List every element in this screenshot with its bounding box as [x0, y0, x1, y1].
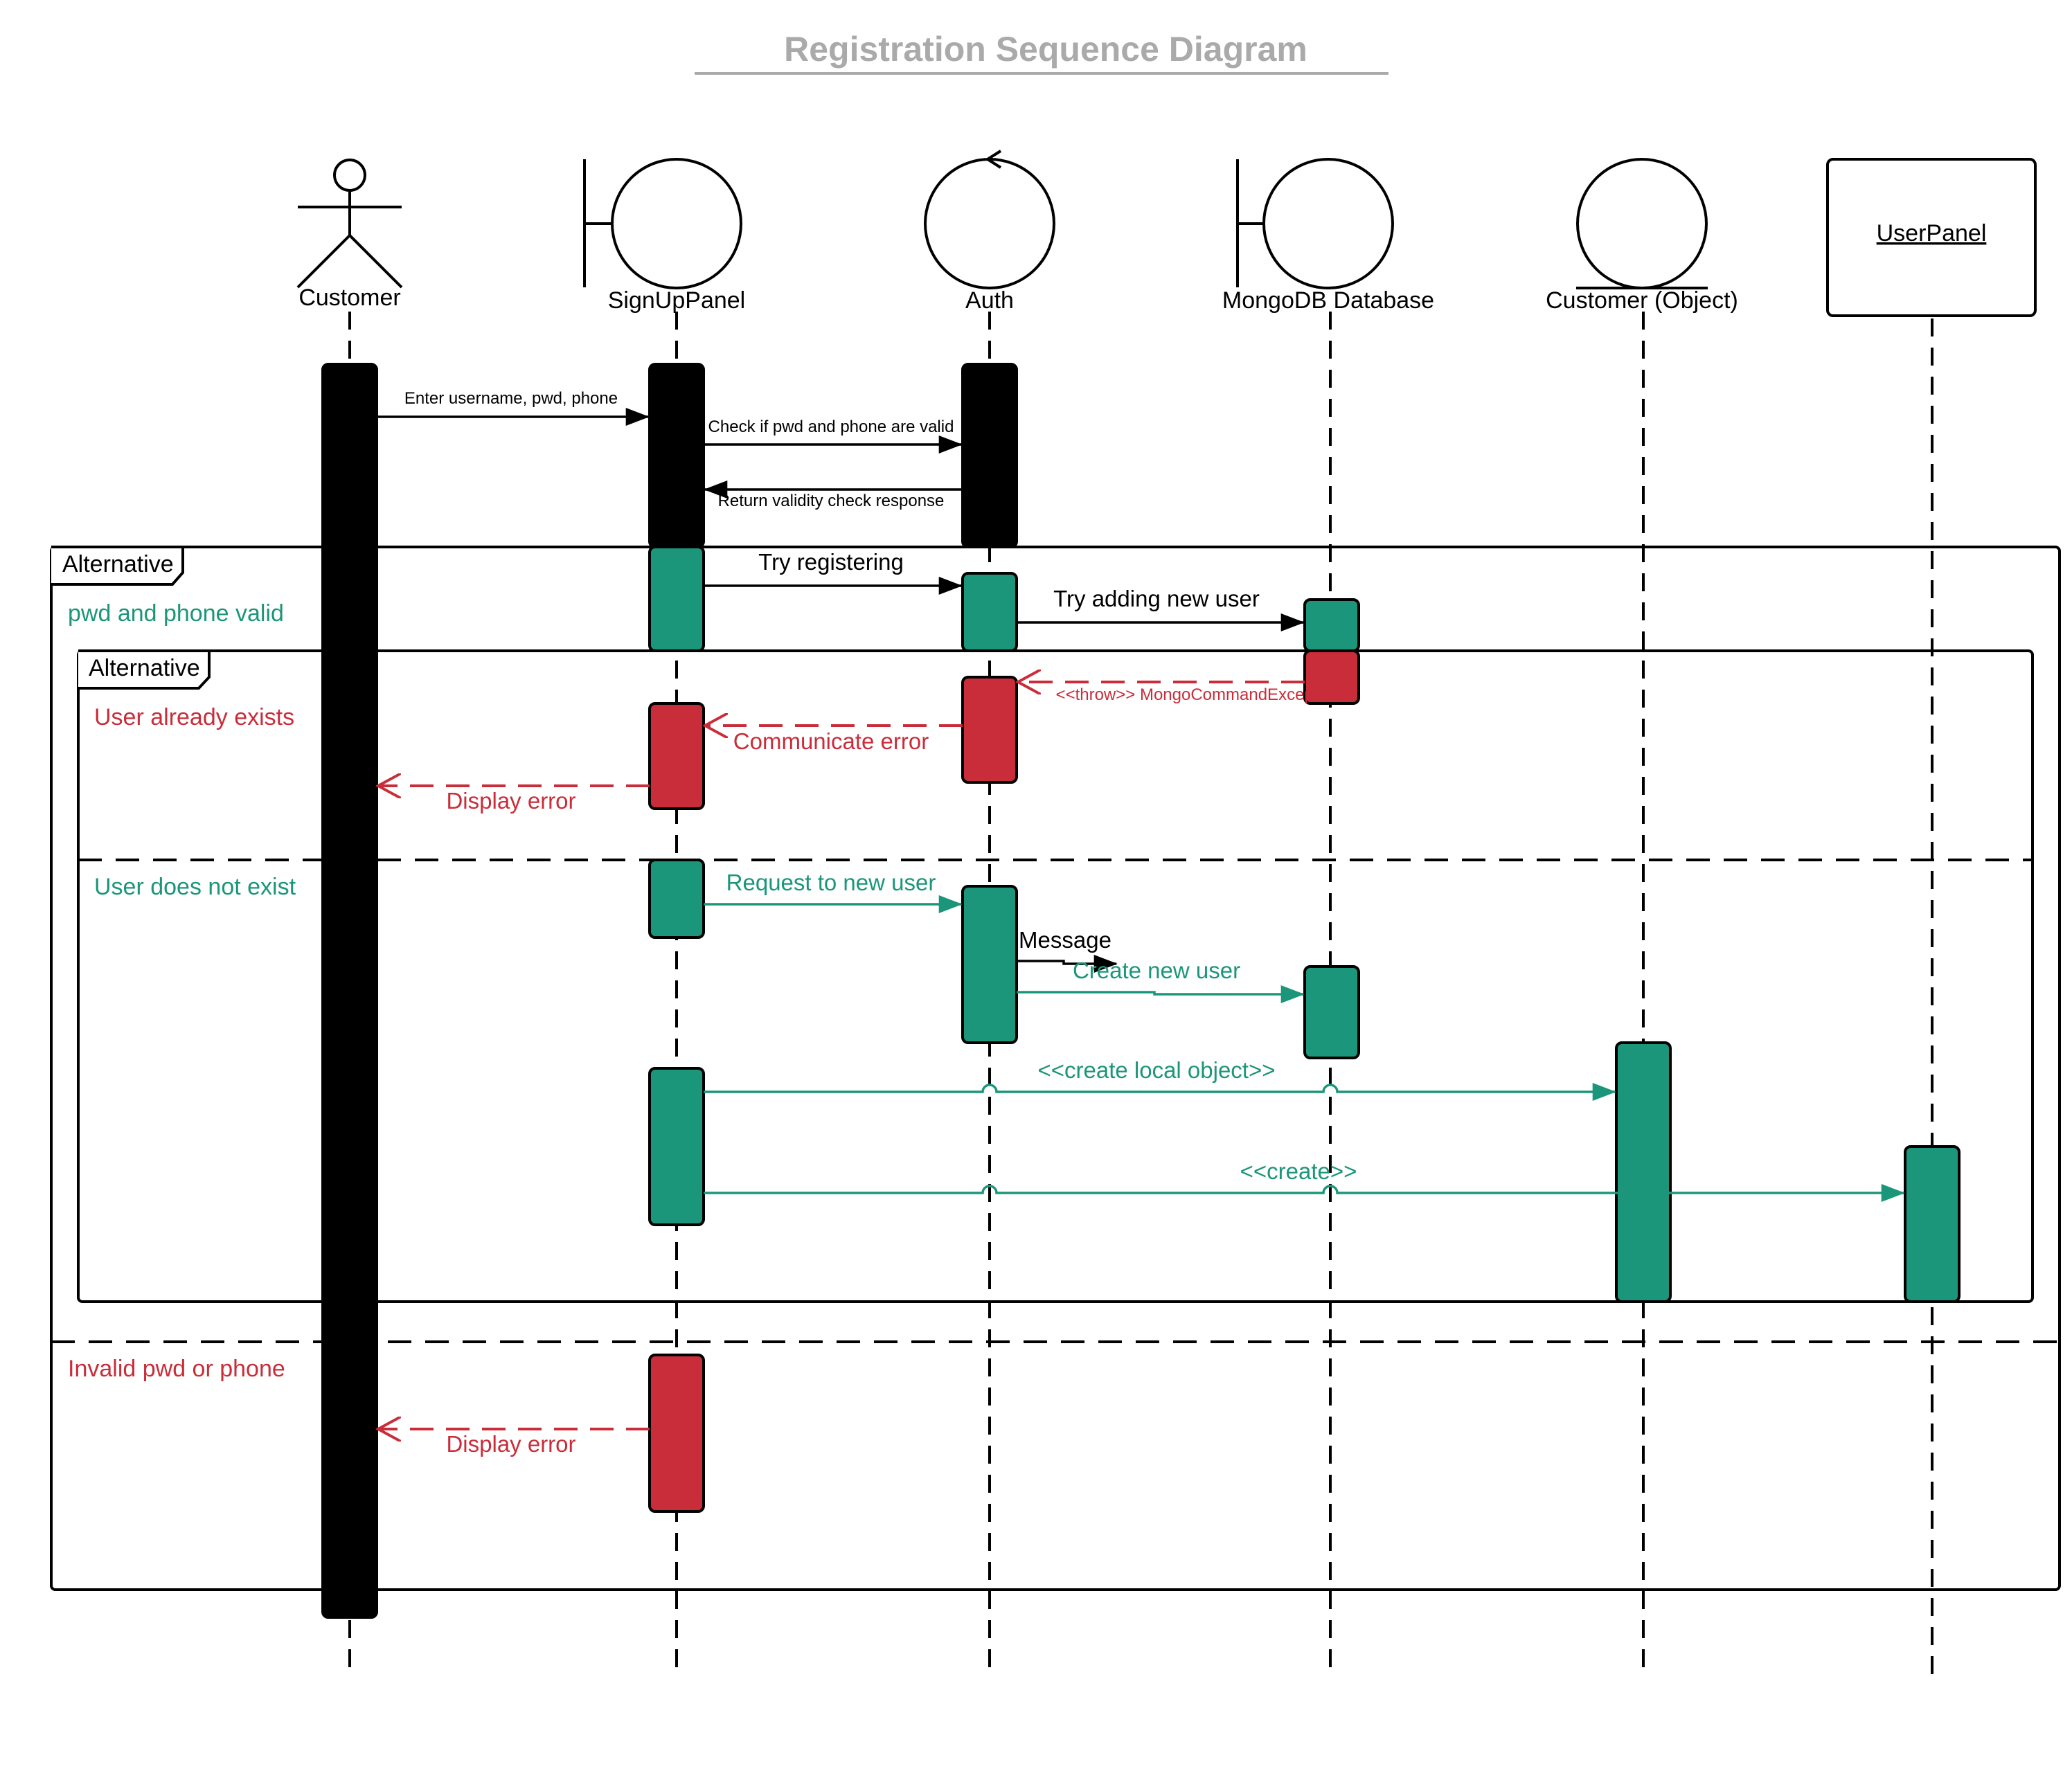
participant-label-customer: Customer [298, 285, 400, 311]
outer-guard-valid: pwd and phone valid [68, 600, 284, 627]
outer-guard-invalid: Invalid pwd or phone [68, 1356, 285, 1382]
activation-mongo-1 [1303, 598, 1360, 652]
actor-head-icon [333, 159, 366, 192]
activation-auth-error [961, 676, 1018, 784]
msg-label-throw-exception: <<throw>> MongoCommandException [1056, 685, 1341, 704]
inner-guard-not-exists: User does not exist [94, 874, 296, 900]
fragment-tab [78, 649, 211, 690]
activation-signup-invalid [648, 1354, 705, 1513]
boundary-signup [583, 158, 742, 289]
activation-auth-3 [961, 885, 1018, 1044]
msg-label-return-validity: Return validity check response [718, 492, 945, 510]
activation-mongo-2 [1303, 965, 1360, 1059]
fragment-tab [51, 546, 184, 586]
outer-alt-fragment [50, 546, 2061, 1591]
arrow-create-new-user [1017, 985, 1305, 1003]
inner-fragment-label: Alternative [89, 655, 200, 681]
msg-label-create-new-user: Create new user [1073, 958, 1240, 983]
activation-userpanel [1904, 1145, 1961, 1303]
entity-custobj [1576, 158, 1708, 289]
inner-guard-exists: User already exists [94, 704, 294, 730]
arrow-message [1017, 955, 1118, 973]
lifelines [348, 312, 1933, 1676]
msg-label-display-error-1: Display error [446, 788, 575, 814]
arrow-create-userpanel [704, 1184, 1905, 1202]
participant-label-userpanel: UserPanel [1877, 220, 1987, 246]
participant-label-auth: Auth [965, 287, 1014, 314]
participant-label-mongo: MongoDB Database [1222, 287, 1434, 314]
boundary-mongo [1236, 158, 1394, 289]
participant-label-signup: SignUpPanel [608, 287, 745, 314]
msg-label-try-registering: Try registering [758, 549, 904, 575]
outer-fragment-label: Alternative [62, 551, 174, 577]
msg-label-communicate-error: Communicate error [733, 728, 929, 754]
msg-label-enter-credentials: Enter username, pwd, phone [404, 389, 618, 408]
boundary-icon [1262, 158, 1394, 289]
activation-signup-1 [648, 363, 705, 548]
activation-signup-3 [648, 859, 705, 939]
msg-label-message: Message [1019, 927, 1111, 953]
box-userpanel [1826, 158, 2037, 317]
msg-label-create-userpanel: <<create>> [1240, 1158, 1357, 1184]
msg-label-create-local-object: <<create local object>> [1037, 1057, 1275, 1083]
activation-signup-2 [648, 546, 705, 652]
activation-custobj [1615, 1041, 1672, 1303]
inner-alt-fragment [77, 649, 2034, 1303]
actor-customer [296, 159, 403, 289]
arrow-create-local-object [704, 1083, 1616, 1101]
msg-label-try-adding-user: Try adding new user [1053, 586, 1260, 611]
activations [321, 363, 1961, 1619]
message-arrows [377, 408, 1905, 1429]
activation-auth-1 [961, 363, 1018, 548]
msg-label-request-new-user: Request to new user [726, 870, 936, 895]
activation-signup-error [648, 702, 705, 810]
activation-auth-2 [961, 572, 1018, 652]
msg-label-display-error-2: Display error [446, 1431, 575, 1457]
diagram-title: Registration Sequence Diagram [784, 30, 1307, 69]
activation-signup-4 [648, 1067, 705, 1226]
boundary-icon [611, 158, 742, 289]
activation-mongo-error [1303, 649, 1360, 705]
control-auth [924, 150, 1055, 289]
msg-label-check-validity: Check if pwd and phone are valid [708, 417, 954, 436]
entity-icon [1576, 158, 1708, 289]
activation-customer [321, 363, 378, 1619]
control-icon [924, 158, 1055, 289]
participant-label-custobj: Customer (Object) [1546, 287, 1738, 314]
